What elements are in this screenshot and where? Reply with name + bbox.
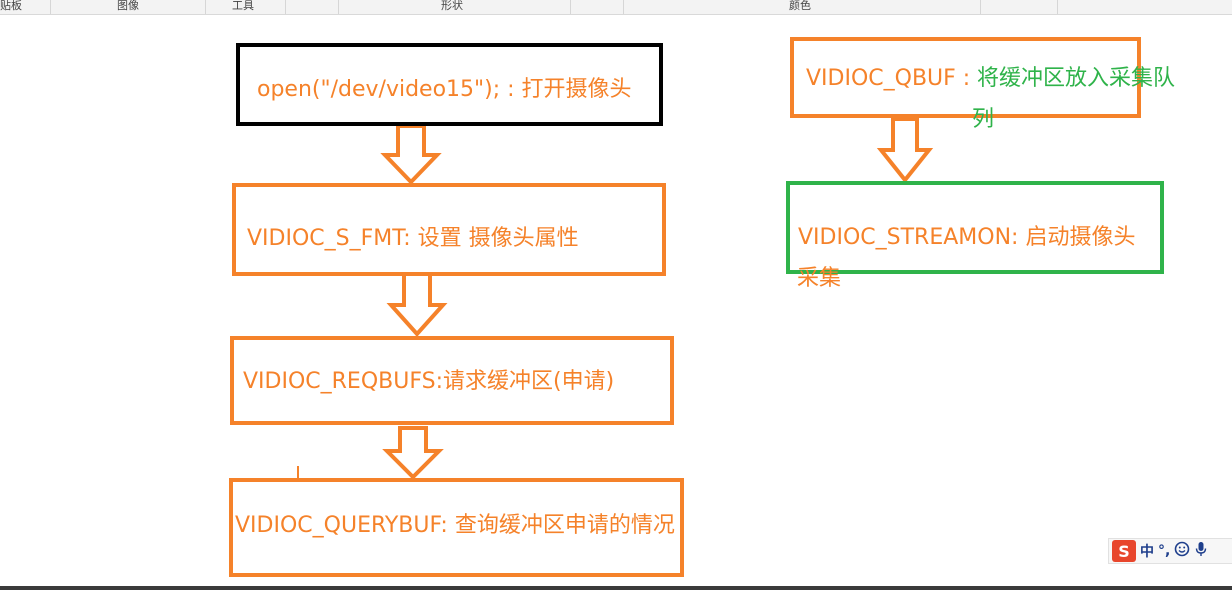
step-querybuf-box[interactable]: [229, 478, 684, 577]
step-s-fmt-label: VIDIOC_S_FMT: 设置 摄像头属性: [247, 226, 579, 251]
step-qbuf-box[interactable]: [790, 37, 1141, 118]
ribbon-separator: [980, 0, 981, 14]
arrow-down-3: [382, 426, 444, 480]
toolbar-ribbon: 贴板 图像 工具 形状 颜色: [0, 0, 1232, 15]
ime-punctuation-toggle[interactable]: °,: [1158, 543, 1171, 559]
taskbar-edge: [0, 586, 1232, 590]
microphone-icon[interactable]: [1194, 541, 1208, 561]
ribbon-separator: [285, 0, 286, 14]
ribbon-separator: [570, 0, 571, 14]
step-streamon-label: VIDIOC_STREAMON: 启动摄像头: [798, 225, 1136, 250]
smiley-icon[interactable]: [1174, 541, 1190, 561]
ribbon-separator: [205, 0, 206, 14]
step-querybuf-label: VIDIOC_QUERYBUF: 查询缓冲区申请的情况: [235, 513, 675, 538]
sogou-logo-icon[interactable]: S: [1112, 540, 1136, 562]
ribbon-separator: [623, 0, 624, 14]
ribbon-group-tools[interactable]: 工具: [232, 0, 254, 12]
step-s-fmt-box[interactable]: [232, 183, 666, 276]
ime-mode-toggle[interactable]: 中: [1140, 544, 1154, 560]
ribbon-separator: [1057, 0, 1058, 14]
arrow-down-2: [386, 272, 448, 337]
step-streamon-box[interactable]: [786, 181, 1164, 274]
ribbon-separator: [338, 0, 339, 14]
arrow-down-1: [380, 124, 442, 185]
step-qbuf-text-wrap: 列: [972, 107, 995, 132]
step-qbuf-prefix: VIDIOC_QBUF :: [806, 66, 971, 91]
ribbon-group-image[interactable]: 图像: [117, 0, 139, 12]
step-open-box[interactable]: [236, 43, 663, 126]
step-reqbufs-label: VIDIOC_REQBUFS:请求缓冲区(申请): [243, 369, 615, 394]
step-open-label: open("/dev/video15"); : 打开摄像头: [257, 77, 632, 102]
ribbon-group-clipboard[interactable]: 贴板: [0, 0, 22, 12]
step-reqbufs-box[interactable]: [230, 336, 674, 425]
stray-mark: [297, 466, 299, 480]
ime-toolbar[interactable]: S 中 °,: [1108, 538, 1232, 564]
step-streamon-label-wrap: 采集: [797, 266, 842, 291]
ribbon-separator: [50, 0, 51, 14]
ribbon-group-colors[interactable]: 颜色: [789, 0, 811, 12]
ribbon-group-shapes[interactable]: 形状: [441, 0, 463, 12]
step-qbuf-text: 将缓冲区放入采集队: [977, 66, 1176, 91]
arrow-down-qbuf: [876, 117, 934, 184]
